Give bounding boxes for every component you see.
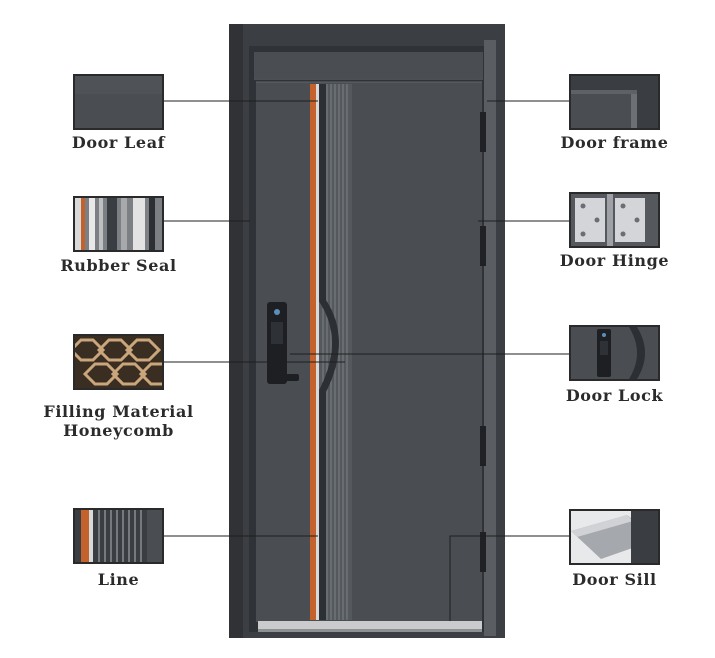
- door-hinge-label: Door Hinge: [559, 251, 670, 270]
- honeycomb-label: Honeycomb: [63, 421, 174, 440]
- hinge-middle: [480, 226, 486, 266]
- door-sill-label: Door Sill: [572, 570, 657, 589]
- rubber-seal-label: Rubber Seal: [60, 256, 177, 275]
- connector-door-sill: [449, 535, 570, 621]
- door-leaf-swatch: [73, 74, 164, 130]
- door-frame-corner-swatch: [569, 74, 660, 130]
- handle-curve: [318, 84, 339, 620]
- door-leaf-panel: [256, 82, 482, 622]
- honeycomb-swatch: [73, 334, 164, 390]
- door-frame-shade: [229, 24, 243, 638]
- line-strip-swatch: [73, 508, 164, 564]
- door-sill: [258, 621, 482, 632]
- hinge-bottom: [480, 426, 486, 466]
- right-jamb: [484, 40, 496, 636]
- door-sill-edge: [258, 629, 482, 632]
- line-label: Line: [97, 570, 140, 589]
- hinge-base: [480, 532, 486, 572]
- door-frame-label: Door frame: [560, 133, 669, 152]
- sill-swatch: [569, 509, 660, 565]
- top-panel: [254, 52, 483, 78]
- smart-lock-swatch: [569, 325, 660, 381]
- filling-material-label: Filling Material: [43, 402, 194, 421]
- smart-lock: [267, 302, 299, 384]
- rubber-seal-swatch: [73, 196, 164, 252]
- accent-strip-highlight: [316, 84, 319, 620]
- door-leaf-label: Door Leaf: [71, 133, 166, 152]
- hinge-swatch: [569, 192, 660, 248]
- accent-strip: [310, 84, 317, 620]
- door-lock-label: Door Lock: [565, 386, 664, 405]
- hinge-top: [480, 112, 486, 152]
